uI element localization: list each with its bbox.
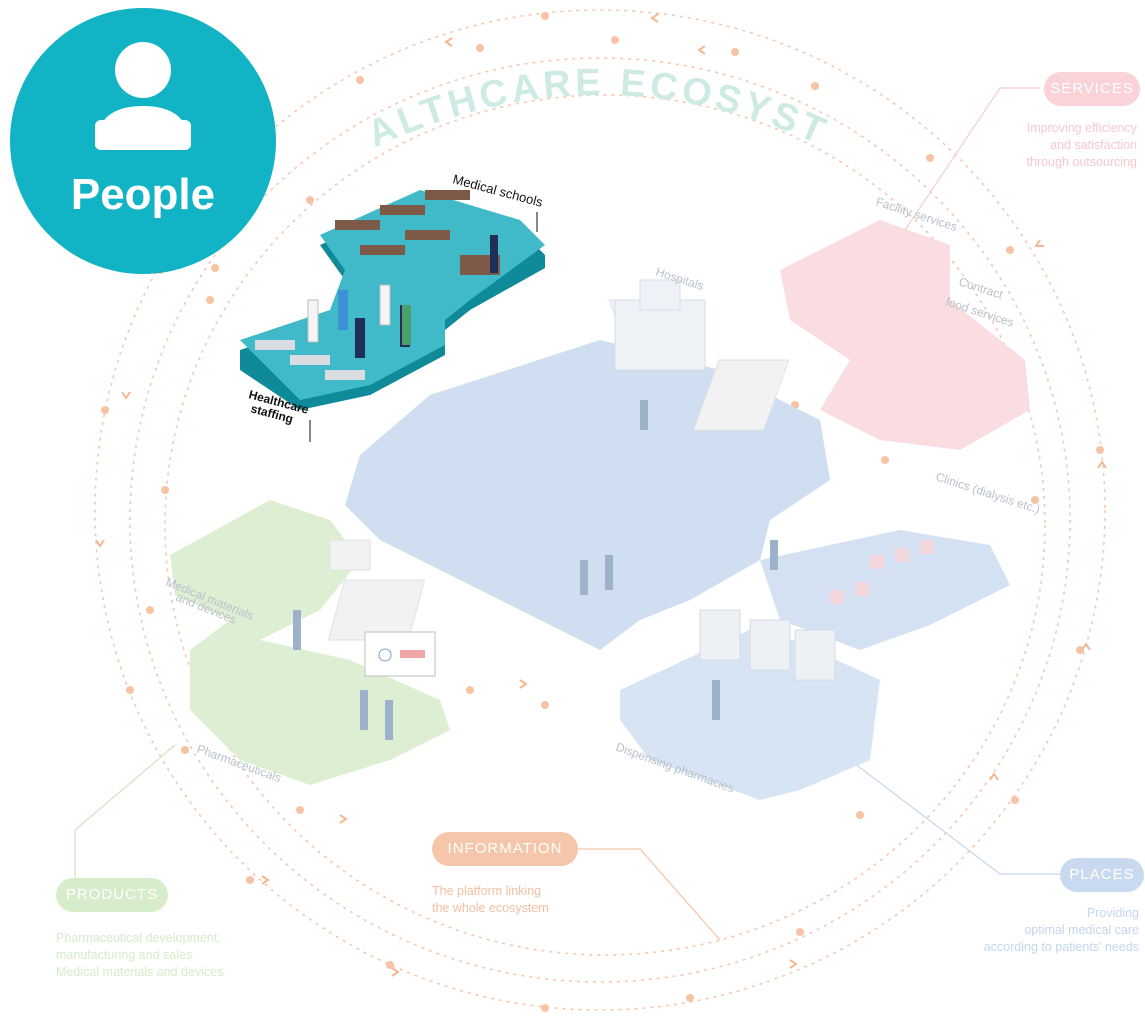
information-line: the whole ecosystem <box>432 901 549 915</box>
whiteboard <box>364 631 436 677</box>
products-platform <box>170 500 450 785</box>
hospital-building <box>614 279 706 371</box>
inner-ring <box>164 94 1046 956</box>
information-line: The platform linking <box>432 884 542 898</box>
services-description: Improving efficiency and satisfaction th… <box>957 120 1138 171</box>
information-pill: INFORMATION <box>432 832 578 866</box>
services-platform <box>780 220 1030 450</box>
person-icon <box>95 42 191 150</box>
clinics-platform <box>760 530 1010 650</box>
places-description: Providing optimal medical care according… <box>939 905 1139 956</box>
information-description: The platform linking the whole ecosystem <box>432 883 612 917</box>
callout-lines <box>74 87 1060 941</box>
label-clinics: Clinics (dialysis etc.) <box>934 470 1042 517</box>
products-line: Medical materials and devices <box>56 965 224 979</box>
places-line: Providing <box>1086 906 1139 920</box>
products-line: manufacturing and sales <box>56 948 193 962</box>
ecosystem-rings <box>94 9 1106 1011</box>
outer-ring <box>94 9 1106 1011</box>
ring-arrows <box>95 13 1107 977</box>
people-label: People <box>70 170 216 219</box>
ring-dots <box>101 12 1104 1012</box>
people-badge: People <box>10 8 276 274</box>
products-line: Pharmaceutical development, <box>56 931 221 945</box>
products-description: Pharmaceutical development, manufacturin… <box>56 930 276 981</box>
products-pill: PRODUCTS <box>56 878 168 912</box>
places-pill: PLACES <box>1060 858 1144 892</box>
services-line: and satisfaction <box>1050 138 1137 152</box>
services-pill: SERVICES <box>1044 72 1140 106</box>
pharmacy-shelves <box>699 609 836 681</box>
places-line: according to patients' needs <box>983 940 1139 954</box>
places-line: optimal medical care <box>1024 923 1139 937</box>
services-line: Improving efficiency <box>1026 121 1137 135</box>
label-contract-food-1: Contract <box>957 275 1005 303</box>
people-figures <box>293 235 778 740</box>
staffing-desks <box>255 340 365 380</box>
clinic-chairs <box>830 540 934 604</box>
services-line: through outsourcing <box>1026 155 1138 169</box>
middle-ring <box>129 57 1071 983</box>
